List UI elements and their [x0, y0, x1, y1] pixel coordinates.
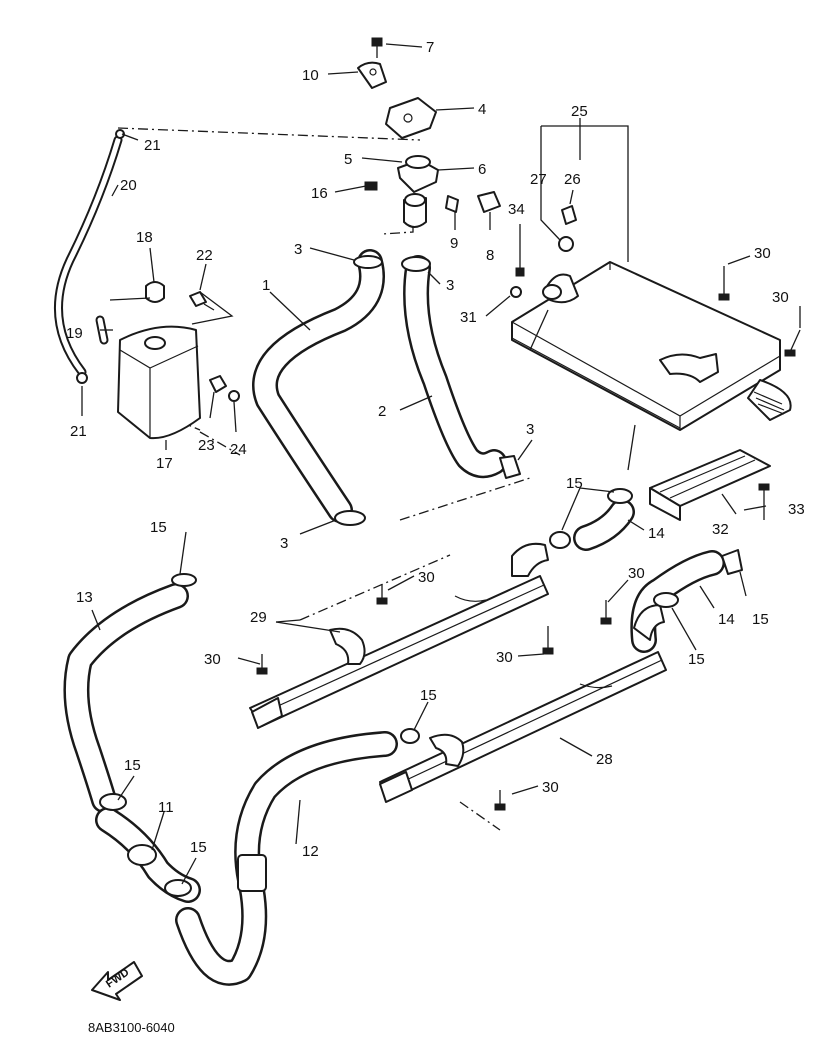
callout-4: 4 — [478, 101, 486, 118]
callout-14a: 14 — [648, 525, 665, 542]
callout-27: 27 — [530, 171, 547, 188]
callout-3c: 3 — [526, 421, 534, 438]
drawing-number: 8AB3100-6040 — [88, 1020, 175, 1035]
callout-24: 24 — [230, 441, 247, 458]
pipe-28 — [379, 604, 667, 803]
callout-1: 1 — [262, 277, 270, 294]
hose-2 — [403, 255, 507, 479]
callout-7: 7 — [426, 39, 434, 56]
callout-29: 29 — [250, 609, 267, 626]
callout-17: 17 — [156, 455, 173, 472]
callout-6: 6 — [478, 161, 486, 178]
callout-31: 31 — [460, 309, 477, 326]
callout-3a: 3 — [294, 241, 302, 258]
hose-14-upper — [573, 499, 635, 551]
callout-19: 19 — [66, 325, 83, 342]
callout-25: 25 — [571, 103, 588, 120]
callout-30b: 30 — [772, 289, 789, 306]
callout-11: 11 — [158, 799, 174, 816]
callout-28: 28 — [596, 751, 613, 768]
callout-30c: 30 — [418, 569, 435, 586]
callout-15f: 15 — [124, 757, 141, 774]
callout-leaders — [81, 43, 801, 885]
rivets — [256, 266, 801, 811]
callout-15a: 15 — [566, 475, 583, 492]
hose-1 — [252, 249, 385, 523]
callout-21b: 21 — [70, 423, 87, 440]
callout-15c: 15 — [752, 611, 769, 628]
callout-12: 12 — [302, 843, 319, 860]
callout-15e: 15 — [420, 687, 437, 704]
hose-20 — [53, 135, 123, 377]
cap-and-fittings — [76, 129, 577, 402]
callout-3b: 3 — [446, 277, 454, 294]
forward-direction-arrow: FWD — [91, 961, 143, 1001]
callout-21a: 21 — [144, 137, 161, 154]
callout-10: 10 — [302, 67, 319, 84]
callout-15d: 15 — [688, 651, 705, 668]
callout-30f: 30 — [496, 649, 513, 666]
callout-22: 22 — [196, 247, 213, 264]
callout-23: 23 — [198, 437, 215, 454]
callout-20: 20 — [120, 177, 137, 194]
callout-15b: 15 — [150, 519, 167, 536]
hose-13 — [63, 583, 189, 813]
callout-8: 8 — [486, 247, 494, 264]
callout-30a: 30 — [754, 245, 771, 262]
pipe-29 — [249, 542, 549, 729]
callout-30d: 30 — [628, 565, 645, 582]
callout-15g: 15 — [190, 839, 207, 856]
callout-30e: 30 — [204, 651, 221, 668]
callout-33: 33 — [788, 501, 805, 518]
callout-34: 34 — [508, 201, 525, 218]
callout-3d: 3 — [280, 535, 288, 552]
callout-9: 9 — [450, 235, 458, 252]
callout-26: 26 — [564, 171, 581, 188]
thermostat-housing — [357, 37, 501, 228]
callout-14b: 14 — [718, 611, 735, 628]
callout-30g: 30 — [542, 779, 559, 796]
callout-32: 32 — [712, 521, 729, 538]
callout-16: 16 — [311, 185, 328, 202]
callout-labels: 7 10 4 5 6 16 9 8 3 3 1 2 3 3 21 20 18 2… — [66, 39, 805, 860]
callout-13: 13 — [76, 589, 93, 606]
radiator-assembly — [511, 240, 792, 471]
hose-clamps — [99, 255, 743, 897]
reservoir-tank — [117, 325, 201, 440]
hose-12 — [175, 731, 398, 986]
callout-2: 2 — [378, 403, 386, 420]
callout-5: 5 — [344, 151, 352, 168]
bracket-32 — [649, 449, 771, 521]
callout-18: 18 — [136, 229, 153, 246]
